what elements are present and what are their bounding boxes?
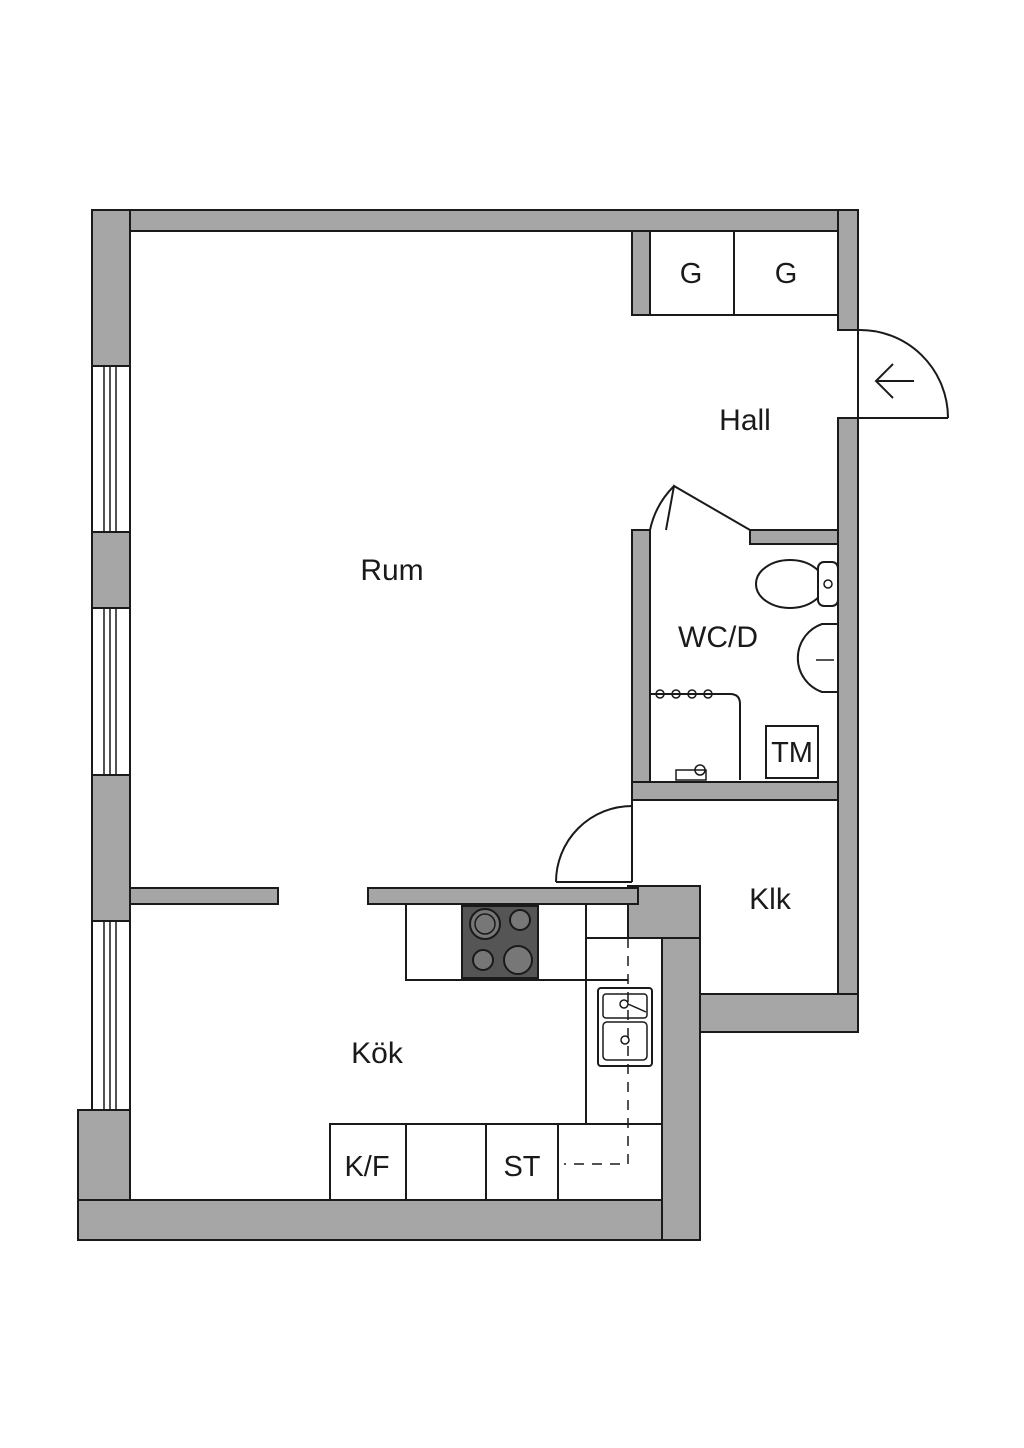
window-2 bbox=[91, 607, 131, 776]
kitchen-wardrobe-label: ST bbox=[503, 1151, 540, 1183]
room-label-hall: Hall bbox=[719, 404, 771, 437]
washbasin bbox=[796, 623, 839, 693]
toilet bbox=[755, 559, 839, 609]
hall-wardrobes bbox=[649, 230, 839, 316]
ventilation-dashed-line bbox=[564, 938, 629, 1165]
shower bbox=[650, 689, 741, 781]
room-label-wc: WC/D bbox=[678, 621, 758, 654]
wardrobe-label-2: G bbox=[775, 258, 798, 290]
window-1 bbox=[91, 365, 131, 533]
room-label-rum: Rum bbox=[360, 554, 423, 587]
klk-door bbox=[555, 800, 633, 883]
stove bbox=[461, 905, 539, 979]
washing-machine bbox=[765, 725, 819, 779]
arrow-left-icon bbox=[874, 363, 914, 399]
fridge-freezer-label: K/F bbox=[344, 1151, 389, 1183]
room-label-klk: Klk bbox=[749, 883, 792, 916]
window-3 bbox=[91, 920, 131, 1111]
windows bbox=[91, 365, 131, 1111]
klk-outline bbox=[650, 885, 701, 994]
wc-door bbox=[649, 484, 751, 531]
washing-machine-label: TM bbox=[771, 737, 813, 769]
entrance-door bbox=[857, 328, 949, 419]
sink bbox=[597, 987, 653, 1067]
walls bbox=[77, 209, 859, 1241]
wardrobe-label-1: G bbox=[680, 258, 703, 290]
room-label-kok: Kök bbox=[351, 1037, 404, 1070]
